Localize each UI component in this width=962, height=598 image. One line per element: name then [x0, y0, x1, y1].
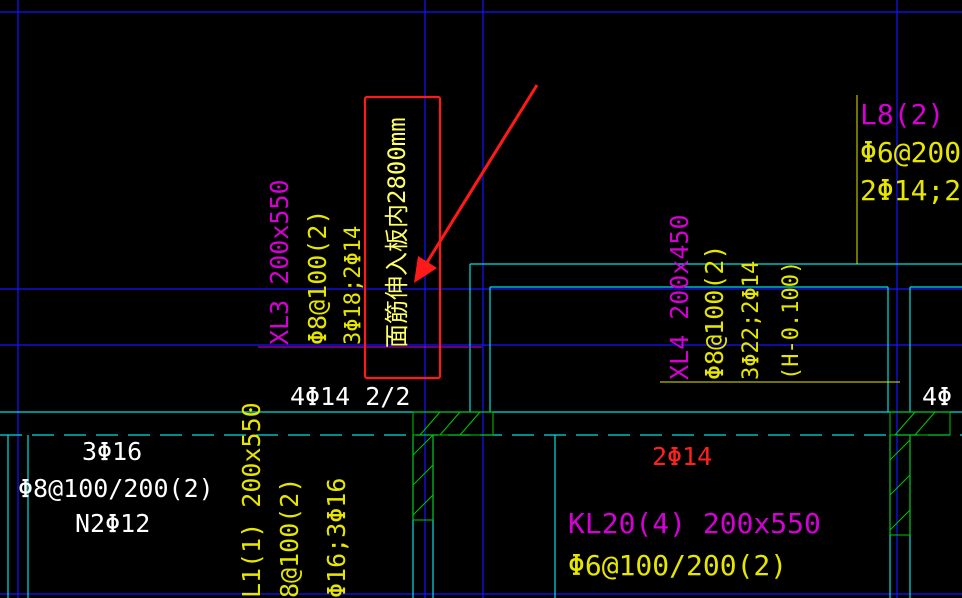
kl20-stirrup-label: Φ6@100/200(2)	[568, 549, 787, 582]
highlight-box	[363, 95, 442, 380]
arrow-icon	[414, 84, 539, 283]
left-bottom-rebar-label: 3Φ16	[82, 437, 142, 466]
xl3-name-label: XL3 200x550	[265, 179, 294, 345]
left-torsion-label: N2Φ12	[75, 509, 150, 538]
l8-name-label: L8(2) 20	[860, 98, 962, 131]
xl4-stirrup-label: Φ8@100(2)	[700, 245, 729, 380]
kl20-top-label: 2Φ14	[652, 442, 712, 471]
xl3-rebar-label: 3Φ18;2Φ14	[341, 226, 366, 345]
top-rebar-right-label: 4Φ	[922, 382, 952, 411]
kl20-name-label: KL20(4) 200x550	[568, 507, 821, 540]
left-stirrup-label: Φ8@100/200(2)	[18, 474, 214, 503]
xl4-name-label: XL4 200x450	[665, 214, 694, 380]
hatched-wall	[412, 411, 951, 536]
l1-name-label: L1(1) 200x550	[237, 402, 266, 598]
xl3-stirrup-label: Φ8@100(2)	[303, 210, 332, 345]
l1-stirrup-label: 8@100(2)	[275, 478, 304, 598]
beam-outlines	[0, 263, 962, 598]
top-rebar-label: 4Φ14 2/2	[290, 382, 410, 411]
annotation-text: 面筋伸入板内2800mm	[383, 117, 411, 348]
xl4-offset-label: (H-0.100)	[779, 261, 804, 380]
l8-stirrup-label: Φ6@200	[860, 136, 961, 169]
xl4-rebar-label: 3Φ22;2Φ14	[739, 261, 764, 380]
l8-rebar-label: 2Φ14;2Φ	[860, 174, 962, 207]
leader-lines	[258, 95, 900, 383]
l1-rebar-label: Φ16;3Φ16	[322, 478, 351, 598]
